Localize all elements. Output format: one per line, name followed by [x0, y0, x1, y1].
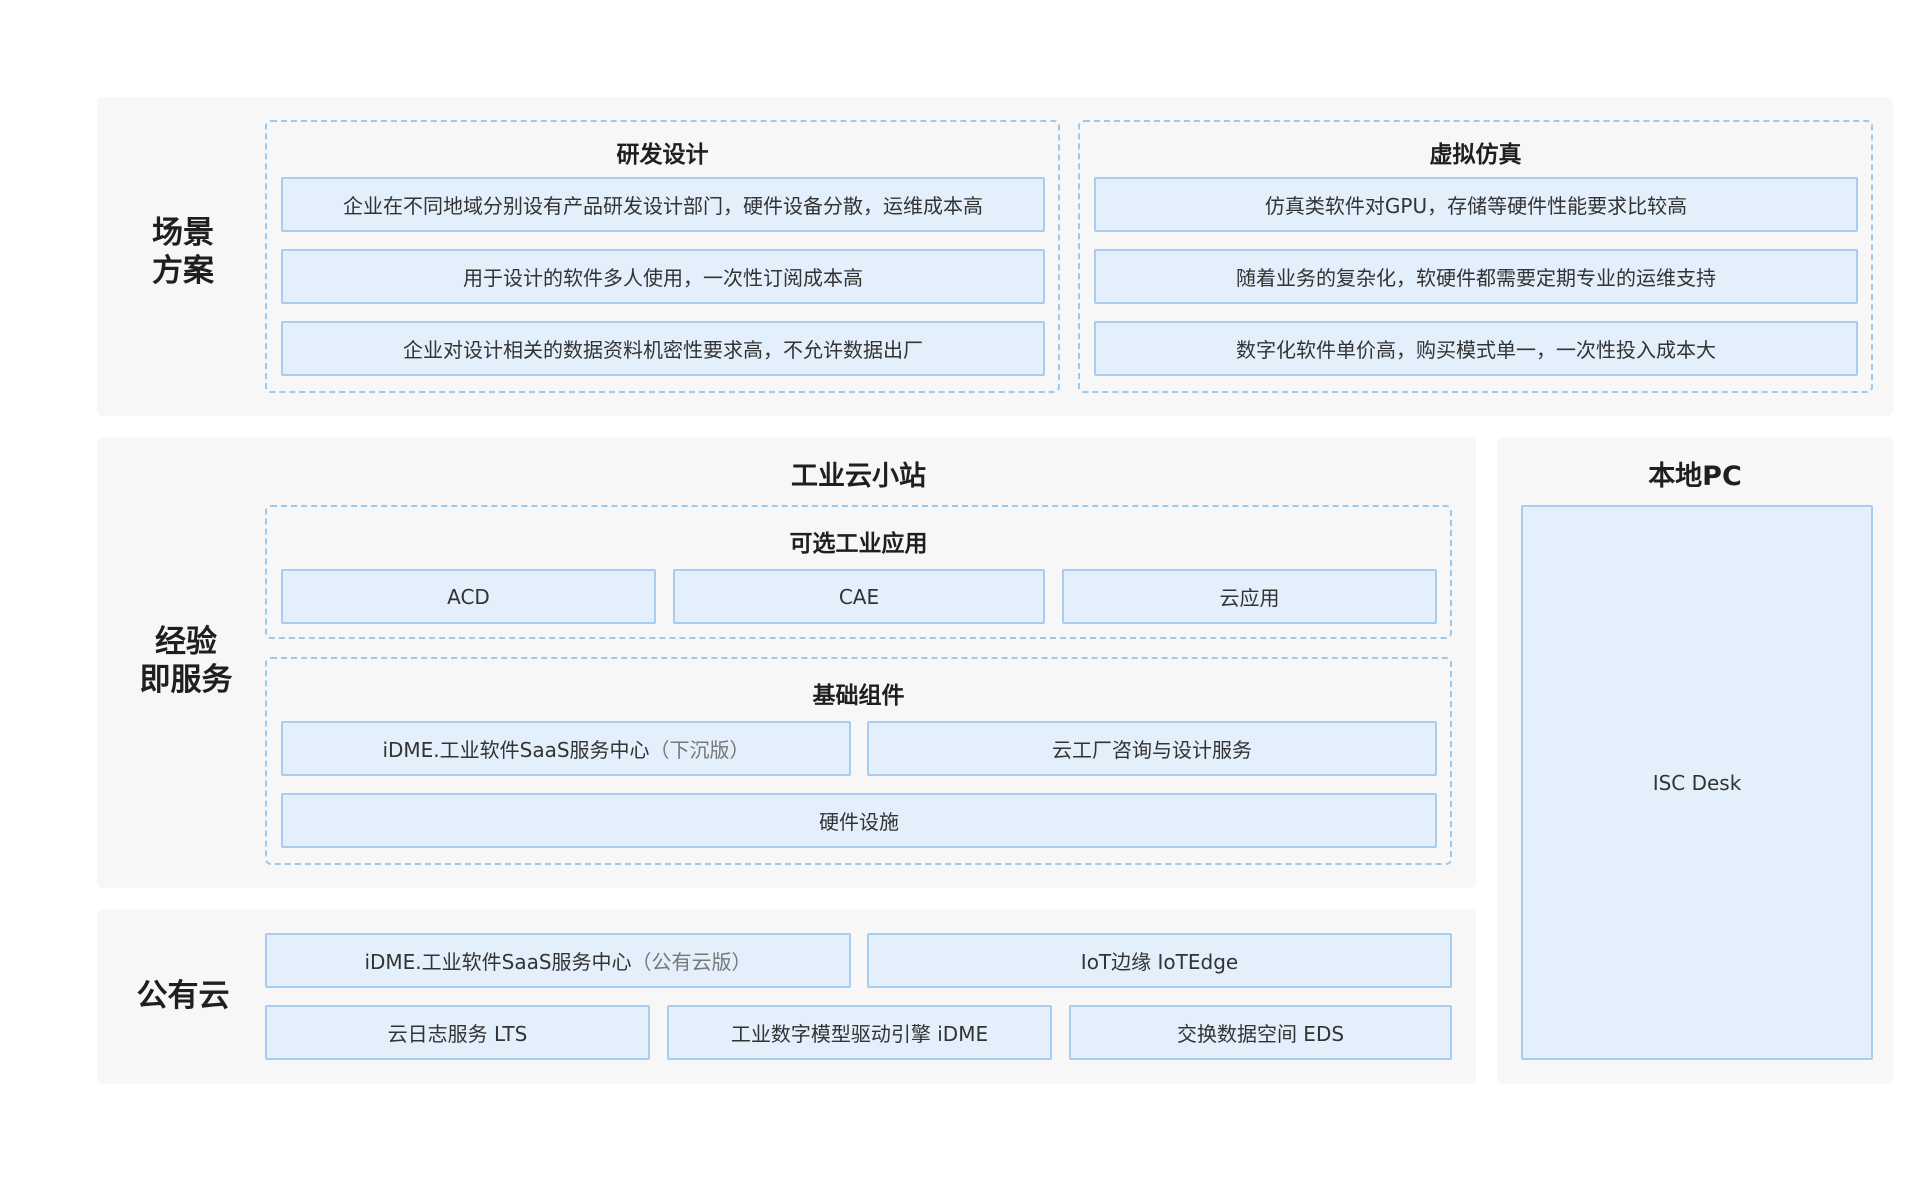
cloud-factory-consult: 云工厂咨询与设计服务 — [867, 721, 1437, 776]
simulation-group — [1078, 120, 1873, 393]
station-title: 工业云小站 — [791, 461, 926, 492]
rd-design-item-3: 企业对设计相关的数据资料机密性要求高，不允许数据出厂 — [281, 321, 1045, 376]
idme-public-box: iDME.工业软件SaaS服务中心（公有云版） — [265, 933, 851, 988]
simulation-item-2: 随着业务的复杂化，软硬件都需要定期专业的运维支持 — [1094, 249, 1858, 304]
app-cae: CAE — [673, 569, 1045, 624]
hardware-facilities: 硬件设施 — [281, 793, 1437, 848]
rd-design-title: 研发设计 — [616, 142, 709, 168]
idme-sinking-sub: （下沉版） — [649, 738, 750, 762]
simulation-item-3: 数字化软件单价高，购买模式单一，一次性投入成本大 — [1094, 321, 1858, 376]
isc-desk: ISC Desk — [1521, 505, 1873, 1060]
simulation-item-1: 仿真类软件对GPU，存储等硬件性能要求比较高 — [1094, 177, 1858, 232]
app-acd: ACD — [281, 569, 656, 624]
base-components-title: 基础组件 — [812, 683, 905, 709]
iot-edge: IoT边缘 IoTEdge — [867, 933, 1452, 988]
simulation-title: 虚拟仿真 — [1429, 142, 1522, 168]
rd-design-item-1: 企业在不同地域分别设有产品研发设计部门，硬件设备分散，运维成本高 — [281, 177, 1045, 232]
idme-public-main: iDME.工业软件SaaS服务中心 — [364, 950, 632, 974]
idme-sinking-box: iDME.工业软件SaaS服务中心（下沉版） — [281, 721, 851, 776]
rd-design-group — [265, 120, 1060, 393]
log-service-lts: 云日志服务 LTS — [265, 1005, 650, 1060]
optional-apps-title: 可选工业应用 — [789, 531, 928, 557]
app-cloud: 云应用 — [1062, 569, 1437, 624]
optional-apps-group — [265, 505, 1452, 639]
scenario-label: 场景 方案 — [152, 215, 214, 289]
local-pc-title: 本地PC — [1648, 461, 1742, 492]
experience-label: 经验 即服务 — [139, 624, 233, 698]
exchange-data-space-eds: 交换数据空间 EDS — [1069, 1005, 1452, 1060]
base-components-group — [265, 657, 1452, 865]
idme-engine: 工业数字模型驱动引擎 iDME — [667, 1005, 1052, 1060]
public-cloud-label: 公有云 — [136, 978, 230, 1014]
idme-public-sub: （公有云版） — [631, 950, 752, 974]
idme-sinking-main: iDME.工业软件SaaS服务中心 — [382, 738, 650, 762]
rd-design-item-2: 用于设计的软件多人使用，一次性订阅成本高 — [281, 249, 1045, 304]
